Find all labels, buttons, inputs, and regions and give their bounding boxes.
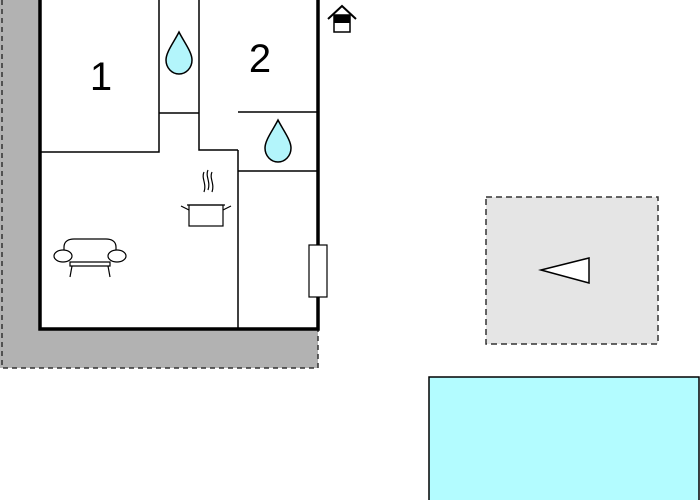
interior-walls [40, 0, 317, 329]
house-entrance-icon [327, 4, 357, 33]
parking-direction-icon [538, 257, 590, 284]
cooking-pot-icon [180, 169, 232, 227]
window-icon [308, 244, 328, 298]
water-drop-icon [264, 118, 292, 163]
pool [428, 376, 700, 500]
terrace [0, 0, 319, 369]
room-label-2: 2 [249, 37, 271, 81]
outer-walls [38, 0, 320, 331]
room-label-1: 1 [90, 55, 112, 99]
water-drop-icon [165, 30, 193, 75]
parking-area [485, 196, 659, 345]
sofa-icon [53, 238, 127, 278]
